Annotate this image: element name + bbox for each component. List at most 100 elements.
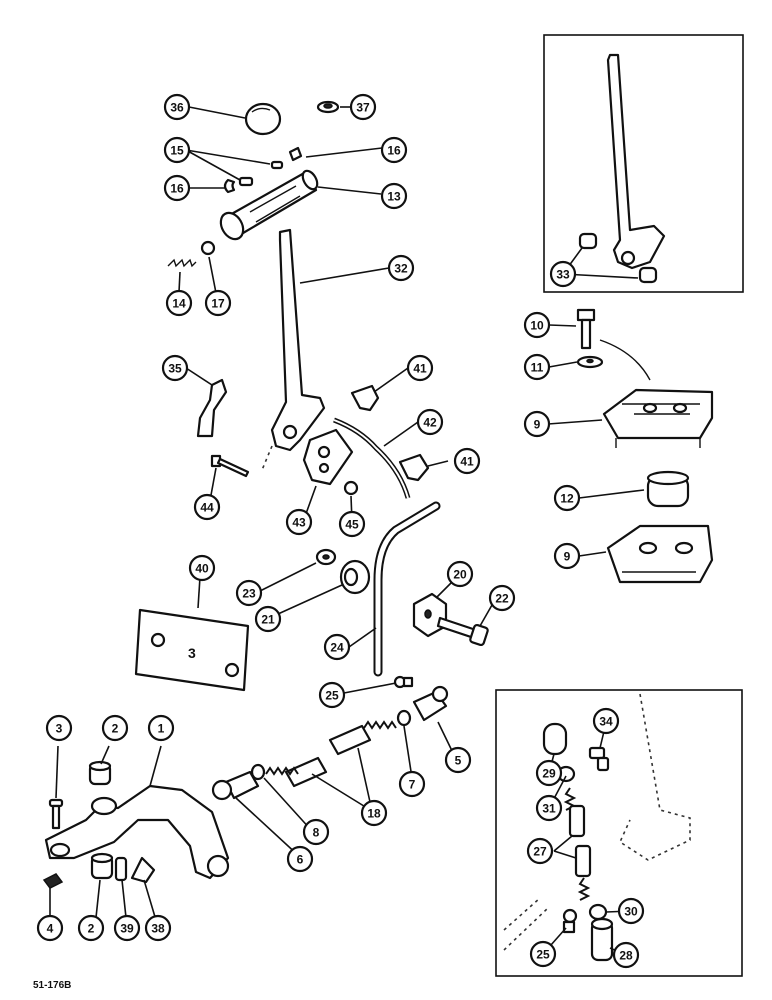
part-1-shift-arm [44, 784, 230, 880]
callout-number: 3 [56, 722, 63, 736]
callout-circle [523, 311, 551, 339]
callout-32: 32 [387, 254, 415, 282]
part-35-bracket [196, 378, 228, 438]
callout-circle [523, 353, 551, 381]
callout-circle [380, 136, 408, 164]
callout-circle [204, 289, 232, 317]
callout-12: 12 [553, 484, 581, 512]
callout-circle [163, 93, 191, 121]
callout-number: 16 [387, 144, 401, 158]
callout-circle [380, 182, 408, 210]
callout-number: 23 [242, 587, 256, 601]
part-2-bushing-lower [90, 852, 114, 880]
callout-circle [488, 584, 516, 612]
part-27-sleeves [563, 787, 592, 901]
callout-2: 2 [77, 914, 105, 942]
part-44-bolt [210, 454, 250, 478]
callout-number: 2 [112, 722, 119, 736]
callout-43: 43 [285, 508, 313, 536]
callout-16: 16 [163, 174, 191, 202]
callout-circle [360, 799, 388, 827]
callout-45: 45 [338, 510, 366, 538]
callout-22: 22 [488, 584, 516, 612]
callout-9: 9 [553, 542, 581, 570]
callout-18: 18 [360, 799, 388, 827]
part-41-clip-lower [398, 453, 430, 482]
callout-4: 4 [36, 914, 64, 942]
part-2-bushing-upper [88, 760, 112, 786]
callout-circle [113, 914, 141, 942]
part-16-clips [223, 146, 303, 194]
callout-number: 33 [556, 268, 570, 282]
callout-circle [387, 254, 415, 282]
callout-circle [193, 493, 221, 521]
callout-circle [165, 289, 193, 317]
callout-20: 20 [446, 560, 474, 588]
callout-circle [526, 837, 554, 865]
callout-circle [529, 940, 557, 968]
part-5-rod-end [412, 685, 449, 722]
callout-circle [553, 542, 581, 570]
callout-3: 3 [45, 714, 73, 742]
part-14-spring [167, 258, 197, 268]
callout-circle [444, 746, 472, 774]
callout-circle [161, 354, 189, 382]
part-8-nut [250, 763, 266, 781]
drawing-code: 51-176B [33, 980, 71, 991]
callout-number: 45 [345, 518, 359, 532]
callout-circle [302, 818, 330, 846]
callout-circle [592, 707, 620, 735]
callout-13: 13 [380, 182, 408, 210]
callout-circle [318, 681, 346, 709]
part-20-collar [412, 592, 448, 638]
callout-number: 41 [460, 455, 474, 469]
ghost-lever-inset [503, 693, 691, 951]
callout-number: 20 [453, 568, 467, 582]
callout-36: 36 [163, 93, 191, 121]
leader-9-hint [599, 339, 651, 381]
callout-27: 27 [526, 837, 554, 865]
part-45-nut [343, 480, 359, 496]
callout-number: 12 [560, 492, 574, 506]
callout-2: 2 [101, 714, 129, 742]
callout-circle [77, 914, 105, 942]
callout-circle [416, 408, 444, 436]
callout-number: 8 [313, 826, 320, 840]
part-28-end [590, 917, 614, 962]
callout-15: 15 [163, 136, 191, 164]
part-25-ball-stud-lower [562, 908, 578, 934]
callout-circle [45, 714, 73, 742]
part-13-sleeve [219, 169, 319, 241]
callout-number: 5 [455, 754, 462, 768]
callout-number: 34 [599, 715, 613, 729]
callout-number: 4 [47, 922, 54, 936]
part-29-cap [542, 722, 568, 756]
callout-circle [101, 714, 129, 742]
callout-10: 10 [523, 311, 551, 339]
callout-8: 8 [302, 818, 330, 846]
callout-41: 41 [406, 354, 434, 382]
part-22-bolt [436, 616, 489, 647]
callout-number: 25 [536, 948, 550, 962]
callout-circle [612, 941, 640, 969]
callout-31: 31 [535, 794, 563, 822]
callout-number: 39 [120, 922, 134, 936]
callout-number: 22 [495, 592, 509, 606]
callout-number: 13 [387, 190, 401, 204]
callout-number: 41 [413, 362, 427, 376]
callout-number: 9 [564, 550, 571, 564]
callout-25: 25 [318, 681, 346, 709]
part-40-decal: 3 [134, 608, 250, 692]
callout-circle [163, 136, 191, 164]
callout-circle [535, 759, 563, 787]
part-33-inset-lever [578, 53, 666, 284]
callout-circle [617, 897, 645, 925]
part-34-grease-fitting [588, 746, 610, 772]
callout-circle [446, 560, 474, 588]
callout-circle [398, 770, 426, 798]
part-9-block-lower [606, 524, 714, 584]
callout-42: 42 [416, 408, 444, 436]
callout-circle [323, 633, 351, 661]
callout-number: 15 [170, 144, 184, 158]
